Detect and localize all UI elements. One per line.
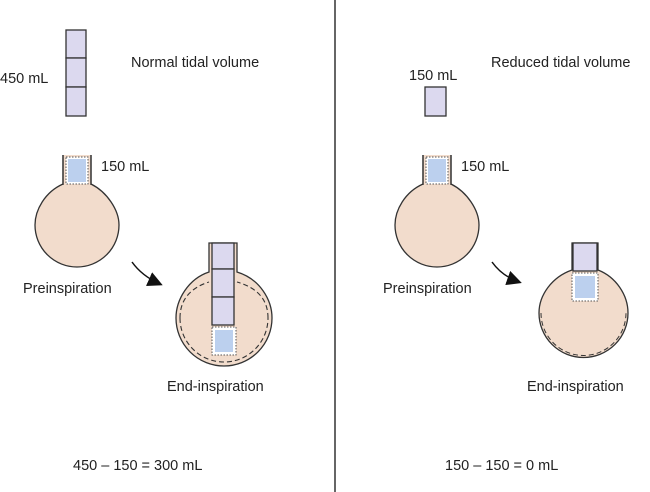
tidal-block: [65, 86, 87, 117]
left-dead-space-label: 150 mL: [101, 159, 149, 175]
tidal-block: [211, 268, 235, 298]
previous-volume-outline: [179, 281, 269, 363]
transition-arrow-icon: [491, 261, 522, 286]
tidal-block: [65, 29, 87, 59]
dead-space-fill: [68, 159, 86, 182]
left-tidal-volume-label: 450 mL: [0, 71, 48, 87]
transition-arrow-icon: [131, 261, 163, 286]
dead-space-fill: [428, 159, 446, 182]
right-preinspiration-lung: [394, 155, 480, 268]
right-preinspiration-label: Preinspiration: [383, 281, 472, 297]
right-tidal-block: [424, 86, 447, 117]
tidal-block: [211, 242, 235, 270]
right-dead-space-label: 150 mL: [461, 159, 509, 175]
left-preinspiration-lung: [34, 155, 120, 268]
left-tidal-volume-stack: [65, 29, 87, 117]
left-end-inspiration-lung: [175, 242, 273, 367]
right-end-inspiration-label: End-inspiration: [527, 379, 624, 395]
tidal-block: [572, 242, 598, 272]
left-panel: Normal tidal volume 450 mL 150 mL Preins…: [0, 29, 273, 474]
left-equation: 450 – 150 = 300 mL: [73, 458, 202, 474]
dead-space-fill: [215, 330, 233, 352]
left-preinspiration-label: Preinspiration: [23, 281, 112, 297]
previous-volume-outline: [540, 312, 627, 356]
right-title: Reduced tidal volume: [491, 55, 630, 71]
lung-outline: [394, 155, 480, 268]
left-end-inspiration-label: End-inspiration: [167, 379, 264, 395]
right-equation: 150 – 150 = 0 mL: [445, 458, 558, 474]
lung-outline: [34, 155, 120, 268]
tidal-block: [211, 296, 235, 326]
left-title: Normal tidal volume: [131, 55, 259, 71]
dead-space-fill: [575, 276, 595, 298]
tidal-block: [65, 57, 87, 88]
right-panel: Reduced tidal volume 150 mL 150 mL Prein…: [383, 55, 630, 474]
right-tidal-volume-label: 150 mL: [409, 68, 457, 84]
right-end-inspiration-lung: [538, 242, 629, 359]
